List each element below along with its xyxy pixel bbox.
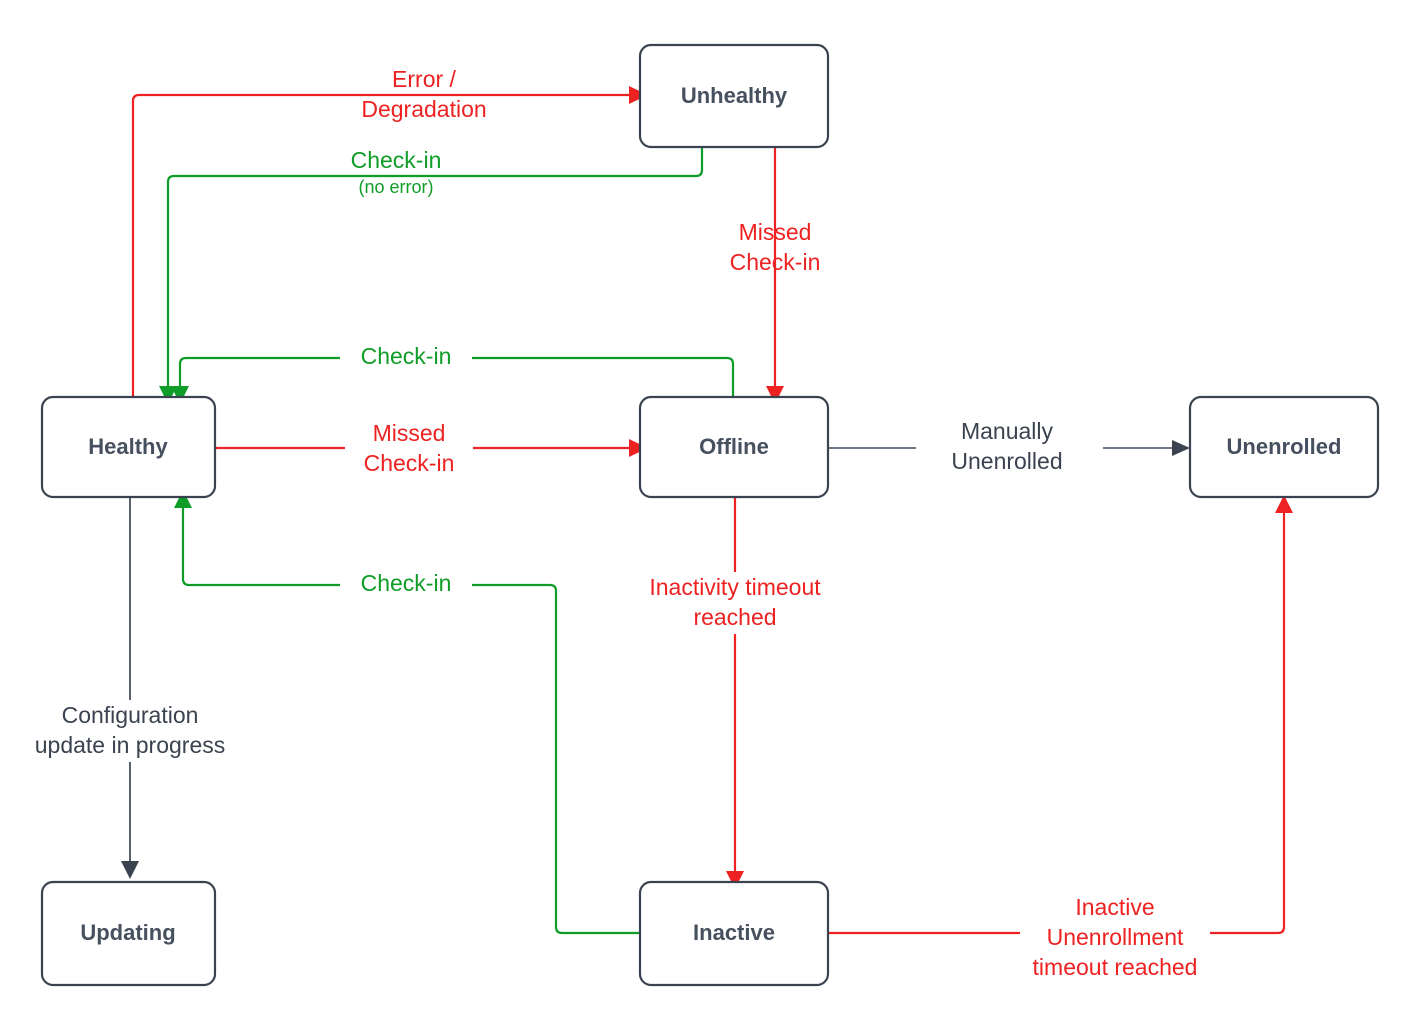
- arrowhead-red-icon: [1275, 495, 1293, 513]
- node-box[interactable]: [40, 395, 217, 499]
- edge-label-checkin-no-error-line2: (no error): [358, 177, 433, 197]
- edge-label-missed-checkin-mid-line1: Missed: [373, 420, 446, 446]
- edge-path: [828, 511, 1286, 935]
- edge-healthy-to-updating: Configuration update in progress: [20, 497, 240, 879]
- edge-healthy-to-unhealthy: Error / Degradation: [131, 66, 648, 397]
- edge-label-checkin-offline-text: Check-in: [361, 343, 452, 369]
- node-label-updating: Updating: [80, 920, 175, 945]
- label-backdrop: [20, 700, 240, 762]
- edge-inactive-to-unenrolled: Inactive Unenrollment timeout reached: [828, 495, 1293, 980]
- edge-label-missed-checkin-top-line2: Check-in: [730, 249, 821, 275]
- edge-label-manually-unenrolled-line1: Manually: [961, 418, 1054, 444]
- edge-label-inactive-unenrollment-line1: Inactive: [1075, 894, 1154, 920]
- node-label-unhealthy: Unhealthy: [681, 83, 788, 108]
- node-box[interactable]: [638, 43, 830, 149]
- edge-label-error-degradation-line2: Degradation: [361, 96, 486, 122]
- label-backdrop: [340, 344, 472, 372]
- arrowhead-red-icon: [726, 871, 744, 889]
- edge-label-configuration-update-line1: Configuration: [62, 702, 199, 728]
- edge-label-inactivity-timeout-line1: Inactivity timeout: [649, 574, 821, 600]
- arrowhead-dark-icon: [121, 861, 139, 879]
- label-backdrop: [340, 571, 472, 599]
- node-label-inactive: Inactive: [693, 920, 775, 945]
- edge-offline-to-unenrolled: Manually Unenrolled: [828, 418, 1190, 474]
- arrowhead-green-icon: [174, 490, 192, 508]
- arrowhead-red-icon: [629, 439, 648, 457]
- node-offline[interactable]: Offline: [638, 395, 830, 499]
- edge-unhealthy-to-healthy: Check-in (no error): [159, 147, 704, 404]
- edge-label-checkin-no-error-line1: Check-in: [351, 147, 442, 173]
- edge-healthy-to-offline: Missed Check-in: [215, 418, 648, 480]
- node-box[interactable]: [1188, 395, 1380, 499]
- node-inactive[interactable]: Inactive: [638, 880, 830, 987]
- label-backdrop: [1020, 890, 1210, 980]
- label-backdrop: [345, 418, 473, 480]
- node-box[interactable]: [638, 395, 830, 499]
- node-unhealthy[interactable]: Unhealthy: [638, 43, 830, 149]
- edge-label-missed-checkin-mid-line2: Check-in: [364, 450, 455, 476]
- node-label-offline: Offline: [699, 434, 769, 459]
- node-box[interactable]: [638, 880, 830, 987]
- edge-path: [166, 147, 704, 388]
- edge-label-checkin-inactive: Check-in: [361, 570, 452, 596]
- edge-path: [131, 93, 629, 397]
- edge-label-configuration-update-line2: update in progress: [35, 732, 226, 758]
- arrowhead-green-icon: [159, 386, 177, 404]
- node-label-unenrolled: Unenrolled: [1227, 434, 1342, 459]
- node-label-healthy: Healthy: [88, 434, 168, 459]
- arrowhead-red-icon: [766, 386, 784, 404]
- edge-label-manually-unenrolled-line2: Unenrolled: [951, 448, 1062, 474]
- arrowhead-gray-icon: [1172, 440, 1190, 456]
- edge-label-error-degradation-line1: Error /: [392, 66, 457, 92]
- edge-path: [181, 506, 640, 935]
- edge-unhealthy-to-offline: Missed Check-in: [730, 147, 821, 404]
- node-healthy[interactable]: Healthy: [40, 395, 217, 499]
- arrowhead-red-icon: [629, 86, 648, 104]
- node-box[interactable]: [40, 880, 217, 987]
- edge-offline-to-inactive: Inactivity timeout reached: [640, 497, 832, 889]
- edge-label-inactivity-timeout-line2: reached: [693, 604, 776, 630]
- edge-label-missed-checkin-top-line1: Missed: [739, 219, 812, 245]
- arrowhead-green-icon: [171, 386, 189, 404]
- node-unenrolled[interactable]: Unenrolled: [1188, 395, 1380, 499]
- edge-label-inactive-unenrollment-line3: timeout reached: [1033, 954, 1198, 980]
- edge-label-inactive-unenrollment-line2: Unenrollment: [1047, 924, 1184, 950]
- edge-inactive-to-healthy: Check-in: [174, 490, 640, 935]
- node-updating[interactable]: Updating: [40, 880, 217, 987]
- edge-offline-to-healthy: Check-in Check-in: [171, 343, 735, 404]
- label-backdrop: [640, 572, 832, 634]
